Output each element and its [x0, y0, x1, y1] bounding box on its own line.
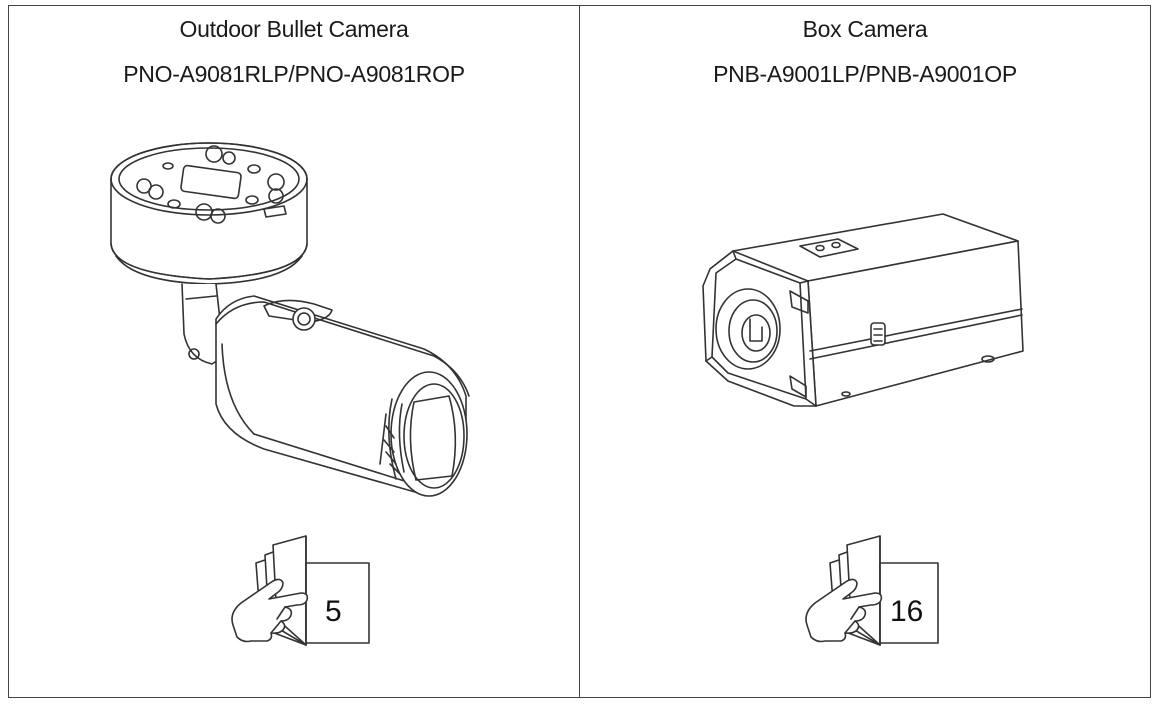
- product-cell-bullet: Outdoor Bullet Camera PNO-A9081RLP/PNO-A…: [9, 6, 579, 697]
- product-table: Outdoor Bullet Camera PNO-A9081RLP/PNO-A…: [8, 5, 1151, 698]
- page-number: 16: [890, 595, 924, 628]
- product-models: PNO-A9081RLP/PNO-A9081ROP: [123, 61, 465, 87]
- box-camera-icon: [698, 211, 1038, 416]
- manual-page-hand-icon: [231, 535, 370, 646]
- product-title: Outdoor Bullet Camera: [179, 16, 409, 42]
- product-cell-box: Box Camera PNB-A9001LP/PNB-A9001OP: [579, 6, 1150, 697]
- page-number: 5: [325, 595, 342, 628]
- page-reference: 16: [795, 533, 945, 648]
- product-models: PNB-A9001LP/PNB-A9001OP: [713, 61, 1017, 87]
- manual-page-hand-icon: [805, 535, 939, 646]
- bullet-camera-icon: [104, 134, 484, 504]
- page-reference: 5: [221, 533, 371, 648]
- product-title: Box Camera: [802, 16, 928, 42]
